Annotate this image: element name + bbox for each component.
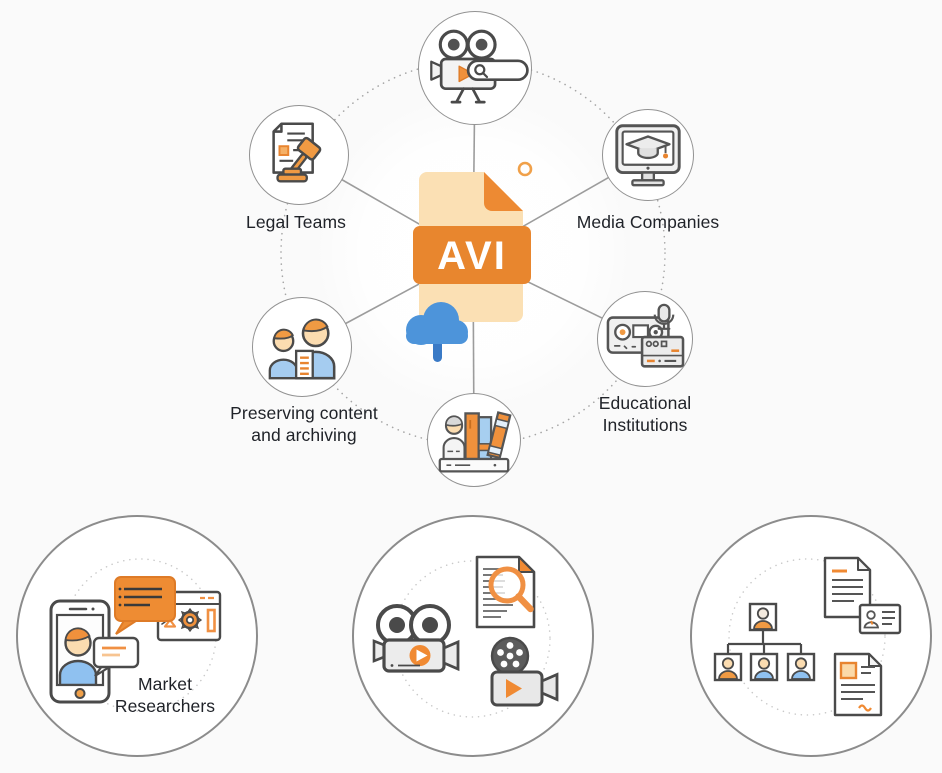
label-legal-teams: Legal Teams [245,212,346,232]
gear-icon [177,607,203,633]
phone-chat-browser-icon [49,558,222,712]
accent-ring-icon [517,161,533,177]
avi-file-icon: AVI [406,161,533,362]
org-chart-icon [713,602,816,682]
hub-node-educational-institutions [597,291,693,387]
magnifier-icon [488,566,534,613]
movie-camera-icon [372,604,460,673]
avi-file-download: AVI [388,158,546,370]
label-educational-institutions: Educational Institutions [598,393,692,435]
bottom-node-team-documents [690,515,932,757]
microphone-icon [653,303,675,330]
label-preserving-archiving: Preserving content and archiving [230,403,378,445]
signed-document-icon [833,652,883,717]
movie-camera-search-icon [430,29,529,104]
hub-node-preserving-archiving [252,297,352,397]
monitor-graduation-cap-icon [615,124,681,187]
signature-squiggle [858,704,872,712]
search-icon [474,64,486,76]
label-media-companies: Media Companies [576,212,720,232]
bottom-node-video-production [352,515,594,757]
file-type-label: AVI [437,234,507,278]
hub-node-library [427,393,521,487]
film-projector-icon [490,636,559,707]
document-gavel-icon [272,122,322,183]
search-bar [466,59,529,82]
file-type-banner [413,226,531,284]
bottom-node-market-researchers: Market Researchers [16,515,258,757]
hub-node-legal-teams [249,105,349,205]
smartphone-icon [49,599,111,704]
id-card-icon [858,603,902,635]
camera-document-projector-icon [372,555,559,718]
orange-chat-bubble-icon [114,576,176,635]
folded-corner [484,172,523,211]
recorder-microphone-icon [606,303,685,368]
report-document-icon [823,556,872,619]
dashed-orbit-ring [280,60,666,446]
people-document-icon [268,318,336,380]
small-chat-bubble-icon [92,636,140,677]
tassel-dot [663,153,669,159]
label-market-researchers: Market Researchers [114,674,216,716]
download-cloud-icon [406,302,468,362]
org-chart-documents-icon [713,556,902,717]
document-magnifier-icon [475,555,536,629]
person-bookshelf-icon [438,411,512,473]
hub-node-video-search [418,11,532,125]
hub-node-media-companies [602,109,694,201]
